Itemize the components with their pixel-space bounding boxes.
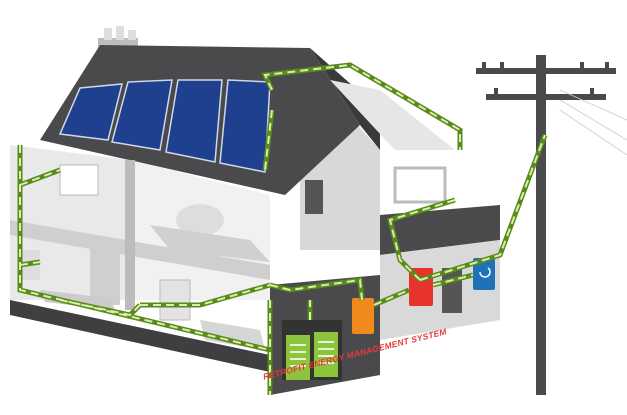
battery-units [282,320,342,380]
window [393,166,447,204]
utility-pole [476,55,627,395]
meter-blue [473,258,495,290]
energy-cables [17,62,548,395]
inverter-meter-orange [352,298,374,334]
solar-panels [58,79,271,173]
house-interior [10,145,270,372]
door [305,180,323,214]
